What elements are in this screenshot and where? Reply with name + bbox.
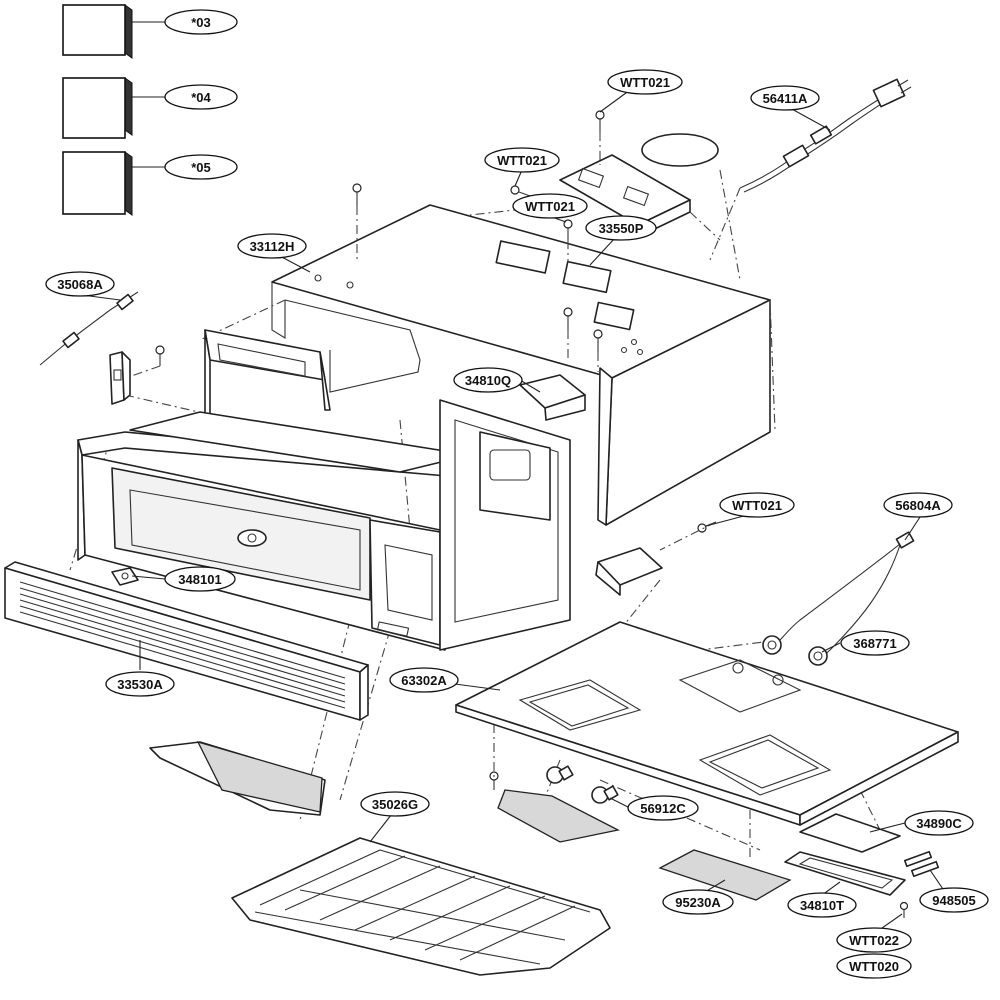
callout-04: *04 [164, 84, 238, 110]
callout-label: 34810Q [465, 373, 511, 388]
screw-wtt022 [899, 901, 909, 918]
small-cover-plate [111, 567, 139, 586]
package-box-03 [62, 4, 133, 59]
callout-label: 95230A [675, 895, 721, 910]
callout-label: 35026G [372, 797, 418, 812]
grease-filter-right [658, 849, 792, 901]
screw-wtt021-mid [563, 219, 573, 240]
grille-slats [19, 581, 346, 709]
screw-cabinet-left [352, 183, 362, 206]
callout-label: WTT021 [525, 199, 575, 214]
vent-grille-front [4, 561, 369, 721]
lamp-socket-left [762, 635, 782, 655]
callout-03: *03 [164, 9, 238, 35]
screw-latch [155, 345, 165, 366]
grease-filter-left [497, 789, 620, 843]
callout-wtt021-left: WTT021 [484, 147, 560, 173]
callout-33112h: 33112H [237, 233, 307, 259]
callout-wtt021-top: WTT021 [607, 69, 683, 95]
callout-label: *04 [191, 90, 211, 105]
callout-label: 33530A [117, 677, 163, 692]
callout-368771: 368771 [840, 630, 910, 656]
callout-label: WTT021 [620, 75, 670, 90]
rating-label-oval [641, 133, 719, 167]
clips-948505 [903, 850, 940, 878]
callout-34890c: 34890C [904, 810, 974, 836]
callout-948505: 948505 [919, 887, 989, 913]
oven-cavity-frame [77, 329, 586, 651]
callout-wtt021-mid: WTT021 [512, 193, 588, 219]
callout-63302a: 63302A [389, 667, 459, 693]
callout-95230a: 95230A [662, 889, 734, 915]
latch-bracket [109, 351, 131, 405]
wire-rack [231, 837, 611, 976]
callout-wtt022: WTT022 [836, 927, 912, 953]
callout-33530a: 33530A [105, 671, 175, 697]
lamp-lens-34890c [799, 813, 901, 853]
callout-56912c: 56912C [627, 795, 699, 821]
charcoal-filter-frame [149, 740, 326, 816]
bulb-right [591, 785, 619, 804]
callout-35068a: 35068A [45, 271, 115, 297]
callout-label: 948505 [932, 893, 975, 908]
callout-label: WTT021 [497, 153, 547, 168]
power-cord [739, 78, 912, 193]
package-box-05 [62, 151, 133, 216]
callout-label: 348101 [178, 572, 221, 587]
callout-label: WTT020 [849, 959, 899, 974]
callout-label: 56912C [640, 801, 686, 816]
callout-label: *05 [191, 160, 211, 175]
callout-label: 33112H [250, 239, 295, 254]
callout-label: WTT021 [732, 498, 782, 513]
motor-bracket [595, 547, 663, 596]
screw-cabinet-right-a [563, 307, 573, 330]
screw-cabinet-right-b [593, 329, 603, 352]
callout-33550p: 33550P [585, 215, 657, 241]
callout-label: 63302A [401, 673, 447, 688]
bulb-left [546, 765, 574, 784]
callout-label: 56411A [763, 91, 808, 106]
callout-05: *05 [164, 154, 238, 180]
callout-label: 368771 [853, 636, 896, 651]
lamp-cover-frame-34810t [784, 851, 906, 896]
callout-34810q: 34810Q [453, 367, 523, 393]
callout-label: *03 [191, 15, 211, 30]
callout-label: 33550P [599, 221, 644, 236]
light-bulbs [546, 765, 619, 804]
callout-56411a: 56411A [750, 85, 820, 111]
callout-label: 56804A [895, 498, 941, 513]
callout-label: 34890C [916, 816, 962, 831]
callout-label: 35068A [57, 277, 103, 292]
thermal-sensor [39, 291, 139, 366]
callout-label: WTT022 [849, 933, 899, 948]
lamp-socket-right [808, 646, 828, 666]
callout-wtt021-right: WTT021 [719, 492, 795, 518]
outer-cabinet [271, 204, 771, 526]
callout-wtt020: WTT020 [836, 953, 912, 979]
package-box-04 [62, 77, 133, 139]
callout-348101: 348101 [164, 566, 236, 592]
lamp-harness [762, 531, 915, 666]
screw-wtt021-left [510, 185, 531, 197]
callout-label: 34810T [800, 898, 844, 913]
callout-56804a: 56804A [883, 492, 953, 518]
base-plate [455, 621, 959, 826]
callout-34810t: 34810T [787, 892, 857, 918]
callout-35026g: 35026G [360, 791, 430, 817]
screw-wtt021-top [595, 110, 605, 132]
